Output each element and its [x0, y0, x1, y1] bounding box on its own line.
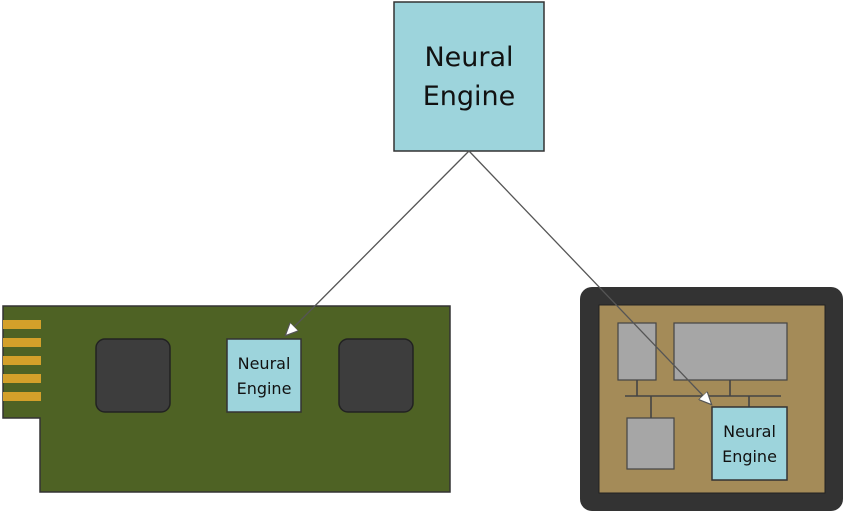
soc-neural-engine-label-line2: Engine	[722, 447, 777, 466]
arrow-to-card-engine	[286, 150, 470, 335]
top-neural-engine-label-line1: Neural	[424, 42, 513, 73]
gold-edge-connector	[3, 320, 41, 401]
top-neural-engine: Neural Engine	[393, 1, 545, 152]
soc-neural-engine-label-line1: Neural	[723, 422, 776, 441]
soc-block-large-top	[673, 322, 788, 381]
soc-package: Neural Engine	[580, 287, 843, 511]
card-neural-engine-label-line2: Engine	[237, 379, 292, 398]
pcb-chip-right	[338, 338, 414, 413]
card-neural-engine-label-line1: Neural	[238, 354, 291, 373]
pcb-chip-left	[95, 338, 171, 413]
soc-neural-engine-box	[711, 406, 788, 481]
soc-block-small-bottom	[626, 417, 675, 470]
pcb-card: Neural Engine	[2, 305, 451, 493]
arrow-to-soc-engine	[468, 150, 711, 404]
top-neural-engine-box	[393, 1, 545, 152]
top-neural-engine-label-line2: Engine	[423, 81, 516, 112]
soc-block-small-top	[617, 322, 657, 381]
card-neural-engine-box	[226, 338, 302, 413]
